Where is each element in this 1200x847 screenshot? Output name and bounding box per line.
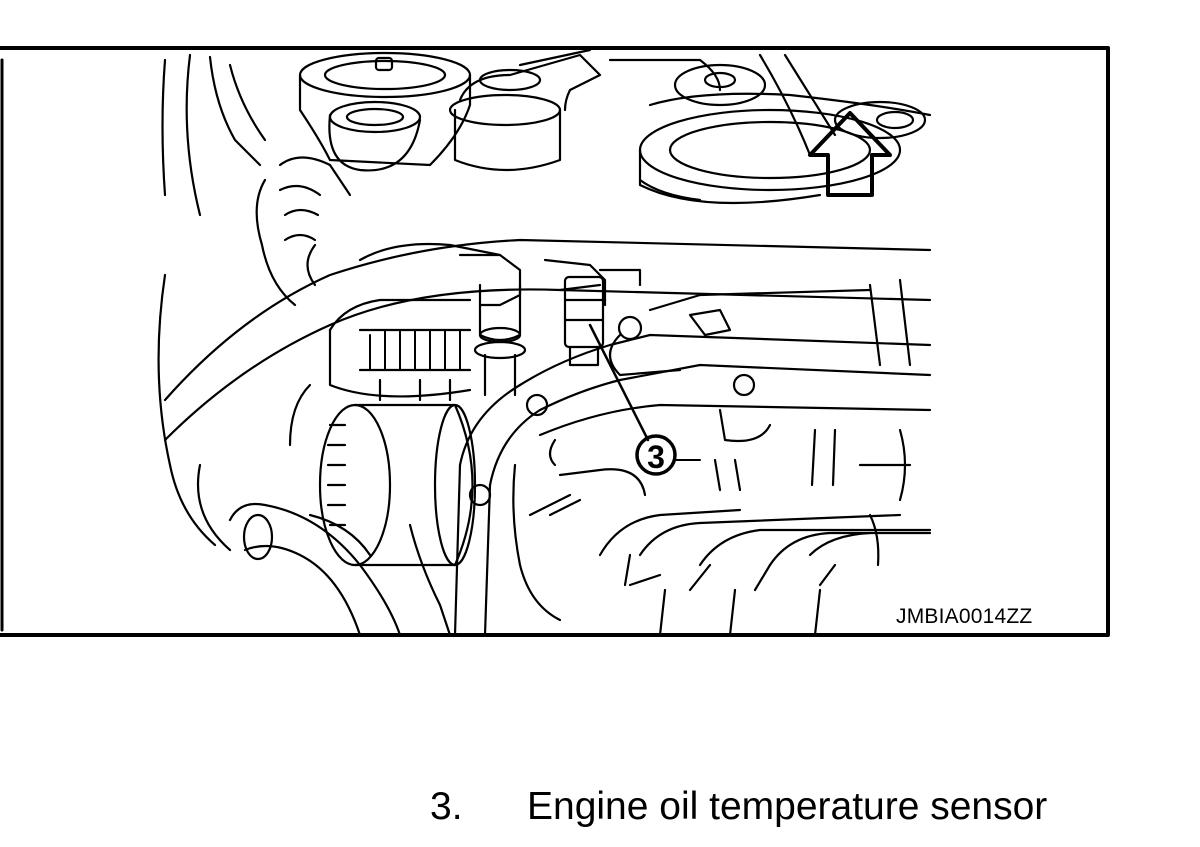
legend-label: Engine oil temperature sensor [527,785,1048,828]
oil-filter [288,383,477,567]
callout-3: 3 [588,323,701,476]
up-arrow-icon [808,111,892,197]
callout-3-number: 3 [647,439,665,475]
oil-pan [453,278,932,637]
legend-number: 3. [430,785,463,828]
figure-code: JMBIA0014ZZ [896,605,1033,628]
alternator [255,156,502,402]
left-structure [157,53,267,552]
cross-member-bar [163,238,932,442]
legend-item: 3. Engine oil temperature sensor [0,785,1200,835]
figure-border [0,46,1110,637]
lower-hose [228,502,452,637]
sensor-connectors [458,253,642,397]
top-pulleys [298,48,932,205]
engine-illustration: 3 [0,45,1110,637]
